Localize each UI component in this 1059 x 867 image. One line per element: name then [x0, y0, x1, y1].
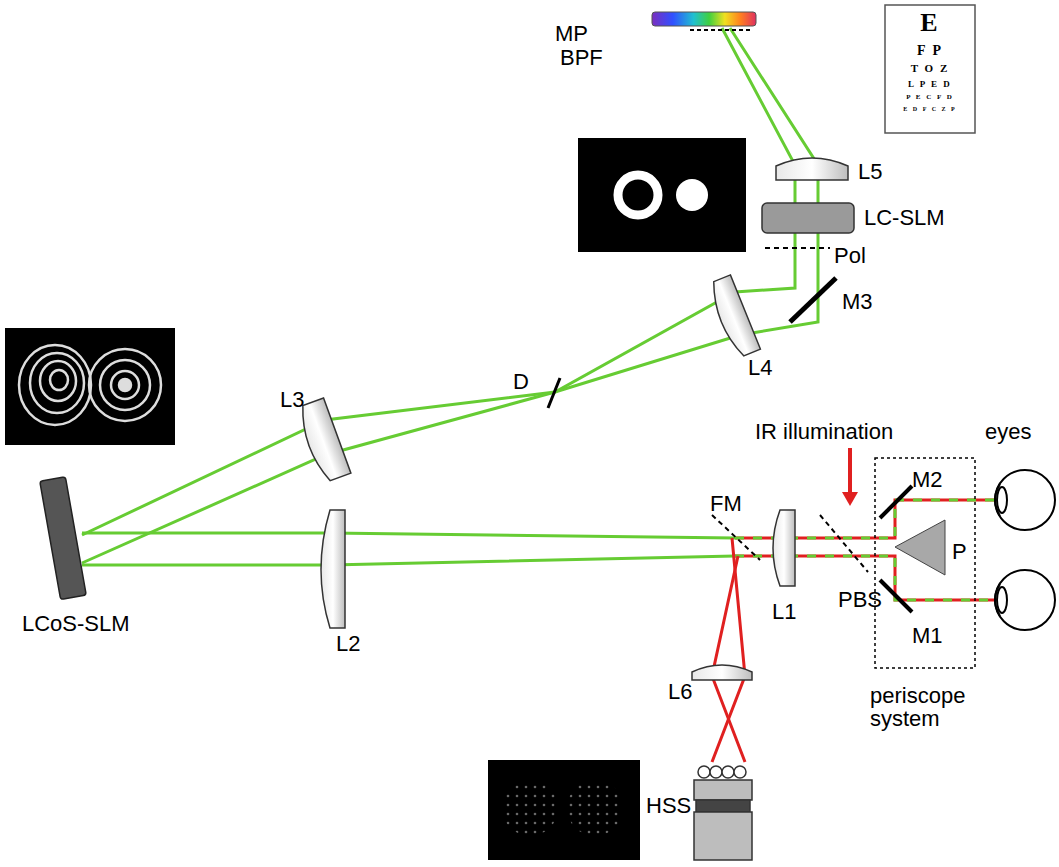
band-pass-filter [690, 29, 750, 31]
inset-image [578, 138, 746, 252]
part-label: L4 [748, 356, 772, 379]
part-label: eyes [985, 420, 1031, 443]
mirror [790, 278, 836, 322]
part-label: L2 [336, 632, 360, 655]
polarizer [765, 247, 830, 249]
part-label: MP [555, 22, 588, 45]
disk-mask [676, 179, 708, 211]
diaphragm [548, 378, 560, 408]
chart-letters: P E C F D [906, 94, 954, 101]
lens [773, 510, 795, 586]
spot-pattern [502, 780, 558, 836]
mirror [880, 486, 912, 518]
part-label: periscope system [870, 684, 980, 730]
chart-letters: E [920, 9, 939, 36]
part-label: IR illumination [755, 420, 893, 443]
green-beam [82, 28, 818, 565]
annulus-mask [618, 175, 658, 215]
part-label: L5 [858, 160, 882, 183]
inset-image [5, 328, 175, 445]
eye-chart [885, 5, 975, 133]
prism [895, 520, 945, 575]
chart-letters: L P E D [908, 80, 952, 89]
part-label: LCoS-SLM [22, 612, 130, 635]
part-label: M2 [912, 468, 943, 491]
chart-letters: F P [917, 44, 943, 59]
combined-beam [712, 500, 1010, 762]
eye [995, 470, 1055, 630]
lc-slm [762, 203, 854, 233]
part-label: Pol [834, 244, 866, 267]
lcos-slm [40, 477, 86, 600]
inset-image [488, 760, 640, 860]
lens [692, 665, 752, 680]
part-label: BPF [560, 46, 603, 69]
part-label: HSS [646, 794, 691, 817]
hs-sensor [694, 766, 752, 860]
chart-letters: E D F C Z P [903, 106, 956, 112]
spot-pattern [567, 780, 623, 836]
part-label: LC-SLM [864, 206, 945, 229]
part-label: FM [710, 492, 742, 515]
lens [321, 510, 345, 628]
periscope-box [875, 458, 975, 668]
beam-splitter [820, 515, 868, 572]
part-label: L3 [280, 388, 304, 411]
part-label: M1 [912, 624, 943, 647]
phase-map [19, 345, 161, 425]
part-label: L1 [772, 600, 796, 623]
lens [706, 275, 760, 359]
ir-arrow [848, 448, 852, 495]
mirror [880, 580, 912, 612]
part-label: L6 [668, 680, 692, 703]
flip-mirror [712, 515, 760, 560]
part-label: D [513, 370, 529, 393]
chart-letters: T O Z [911, 63, 950, 75]
micro-display [652, 12, 756, 26]
part-label: M3 [842, 290, 873, 313]
part-label: P [952, 540, 967, 563]
part-label: PBS [838, 588, 882, 611]
ir-arrow-head [842, 492, 858, 506]
lens [776, 158, 848, 180]
